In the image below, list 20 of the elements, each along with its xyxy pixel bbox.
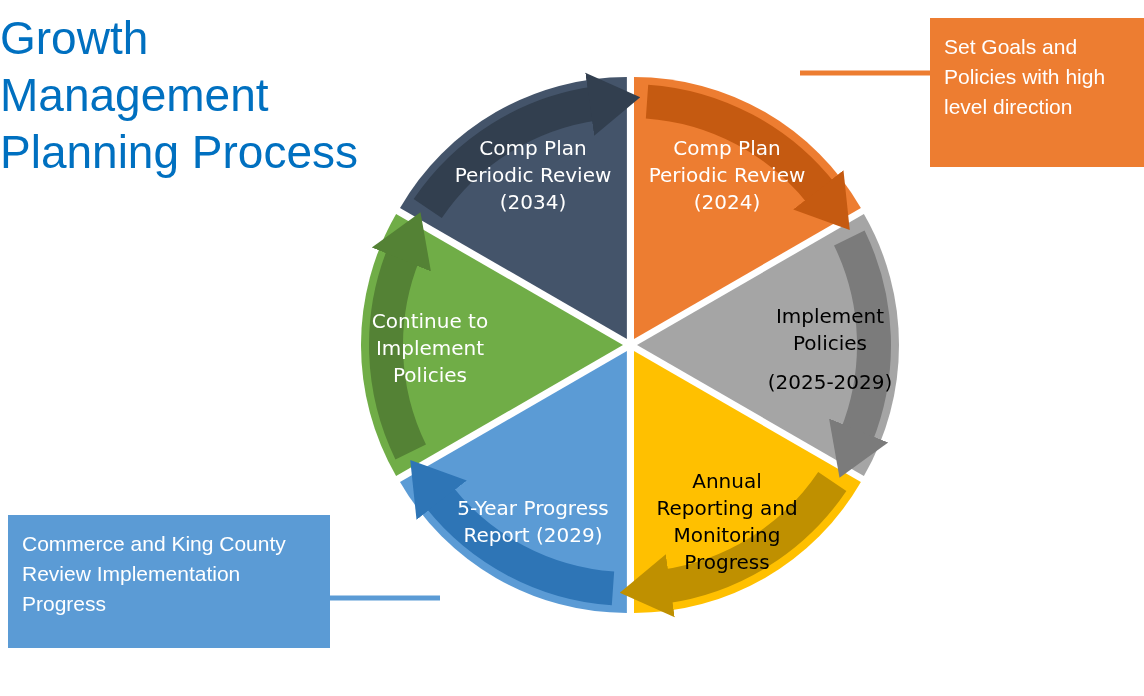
callout-box [8, 515, 330, 648]
circular-arrow [644, 84, 852, 229]
circular-arrow [408, 461, 616, 606]
segment-label: Comp Plan Periodic Review (2034) [453, 134, 613, 216]
circular-arrow [620, 471, 846, 617]
circular-arrow [369, 211, 432, 459]
segment-label: Annual Reporting and Monitoring Progress [655, 468, 799, 576]
segment-label: Continue to Implement Policies [370, 307, 490, 389]
segment-label: Comp Plan Periodic Review (2024) [647, 134, 807, 216]
circular-arrow [828, 231, 891, 479]
diagram-title: Growth Management Planning Process [0, 11, 359, 180]
callout-text: Commerce and King County Review Implementation Progress [22, 531, 287, 617]
segment-label: Implement Policies [774, 303, 886, 357]
callout-box [930, 18, 1144, 167]
segment-label: (2025-2029) [766, 368, 894, 396]
segment-label: 5-Year Progress Report (2029) [456, 495, 610, 549]
circular-arrow [414, 73, 640, 219]
connector-line [330, 595, 440, 601]
callout-text: Set Goals and Policies with high level direction [944, 34, 1107, 120]
connector-line [800, 70, 930, 76]
